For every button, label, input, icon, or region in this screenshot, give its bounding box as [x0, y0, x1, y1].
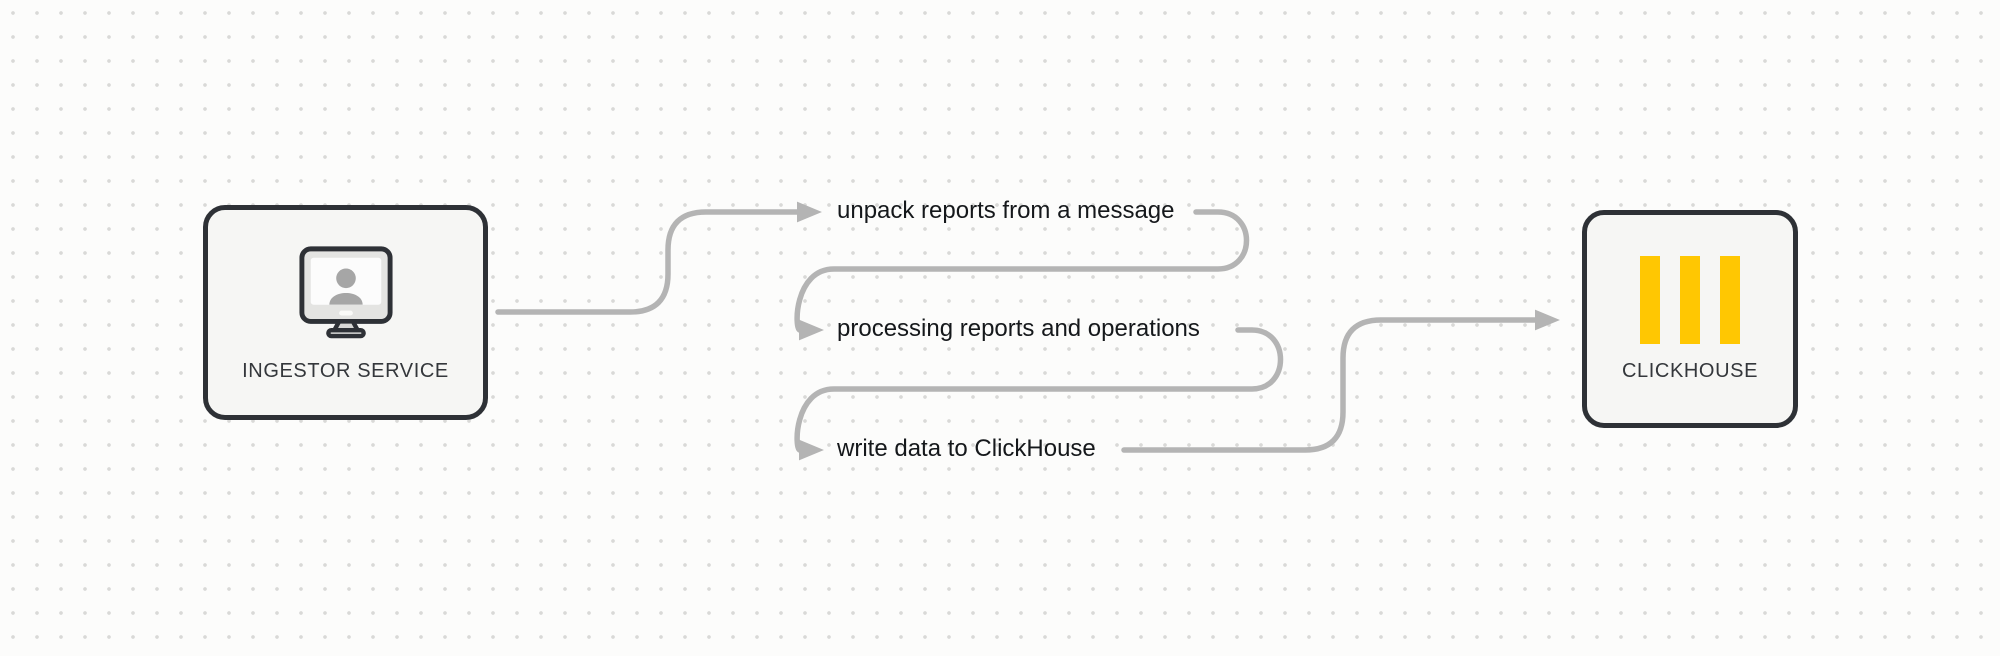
clickhouse-logo-bar: [1680, 255, 1700, 344]
clickhouse-logo-icon: [1640, 255, 1740, 344]
step-unpack-reports: unpack reports from a message: [837, 196, 1175, 224]
step-processing-reports: processing reports and operations: [837, 314, 1200, 342]
clickhouse-logo-bar: [1640, 255, 1660, 344]
connector-step1-to-step2: [794, 209, 1250, 341]
ingestor-service-label: INGESTOR SERVICE: [242, 359, 449, 382]
clickhouse-logo-bar: [1720, 255, 1740, 344]
connector-ingestor-to-step1: [495, 201, 822, 315]
connector-step2-to-step3: [794, 327, 1284, 461]
node-ingestor-service: INGESTOR SERVICE: [203, 205, 488, 420]
connector-step3-to-clickhouse: [1121, 309, 1560, 453]
user-monitor-icon: [287, 243, 405, 346]
step-write-data: write data to ClickHouse: [837, 434, 1096, 462]
node-clickhouse: CLICKHOUSE: [1582, 210, 1798, 428]
clickhouse-label: CLICKHOUSE: [1621, 359, 1759, 382]
